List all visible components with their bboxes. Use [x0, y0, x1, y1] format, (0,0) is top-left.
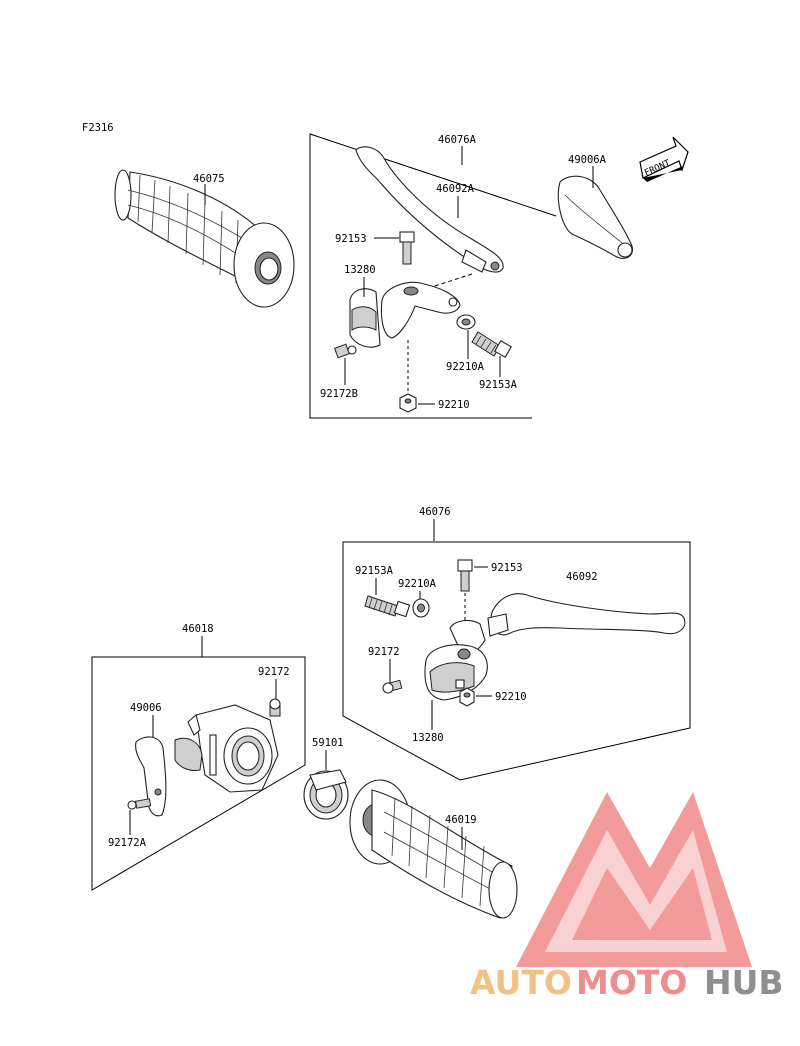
screw-holder-bottom-drawing — [382, 679, 403, 694]
bolt-bottom-drawing — [457, 559, 473, 650]
label-46092A: 46092A — [436, 183, 475, 195]
label-92172-case: 92172 — [258, 666, 290, 678]
label-46018: 46018 — [182, 623, 214, 635]
watermark-logo — [516, 792, 752, 967]
label-46075: 46075 — [193, 173, 225, 185]
label-92210-bottom: 92210 — [495, 691, 527, 703]
label-13280-bottom: 13280 — [412, 732, 444, 744]
adjuster-bolt-bottom-drawing — [364, 595, 411, 618]
label-92153A-bottom: 92153A — [355, 565, 394, 577]
label-92153: 92153 — [335, 233, 367, 245]
watermark-text: AUTO MOTO HUB — [470, 963, 784, 1002]
watermark-auto: AUTO — [470, 963, 572, 1002]
label-92210A: 92210A — [446, 361, 485, 373]
label-92210A-bottom: 92210A — [398, 578, 437, 590]
figure-code: F2316 — [82, 122, 114, 134]
label-13280: 13280 — [344, 264, 376, 276]
nut-top-drawing — [399, 393, 417, 413]
front-arrow-icon: FRONT — [639, 136, 689, 182]
label-92172-holder: 92172 — [368, 646, 400, 658]
nut-bottom-drawing — [459, 687, 475, 707]
screw-holder-top-drawing — [334, 343, 357, 359]
holder-bottom-drawing — [424, 619, 488, 701]
label-49006: 49006 — [130, 702, 162, 714]
label-59101: 59101 — [312, 737, 344, 749]
screw-case-drawing — [269, 698, 281, 717]
label-46076: 46076 — [419, 506, 451, 518]
throttle-pulley-drawing — [303, 769, 349, 820]
label-92210: 92210 — [438, 399, 470, 411]
adjuster-nut-top-drawing — [456, 314, 476, 330]
label-92172B: 92172B — [320, 388, 358, 400]
throttle-case-drawing — [174, 704, 279, 793]
screw-cover-drawing — [127, 798, 152, 810]
watermark-hub: HUB — [704, 963, 784, 1002]
bottom-assembly: 46076 92153A 92210A 92153 — [91, 506, 691, 919]
lever-cover-drawing — [557, 175, 634, 259]
label-92172A: 92172A — [108, 837, 147, 849]
label-49006A: 49006A — [568, 154, 607, 166]
holder-top-drawing — [349, 281, 461, 348]
bolt-top-drawing — [399, 231, 415, 265]
label-92153A: 92153A — [479, 379, 518, 391]
watermark-moto: MOTO — [576, 963, 687, 1002]
throttle-case-frame — [91, 656, 306, 891]
lever-bottom-drawing — [487, 593, 686, 637]
top-lever-frame — [309, 133, 557, 419]
lever-top-drawing — [355, 146, 504, 273]
adjuster-nut-bottom-drawing — [412, 598, 430, 618]
grip-right-drawing — [349, 779, 518, 919]
label-92153-bottom: 92153 — [491, 562, 523, 574]
bottom-lever-frame — [342, 541, 691, 781]
top-assembly: 46075 46076A 46092A 49006A FRONT — [114, 133, 689, 419]
label-46076A: 46076A — [438, 134, 477, 146]
label-46019: 46019 — [445, 814, 477, 826]
adjuster-bolt-top-drawing — [471, 331, 512, 358]
throttle-cover-drawing — [135, 736, 167, 817]
label-46092: 46092 — [566, 571, 598, 583]
grip-left-drawing — [114, 169, 295, 308]
